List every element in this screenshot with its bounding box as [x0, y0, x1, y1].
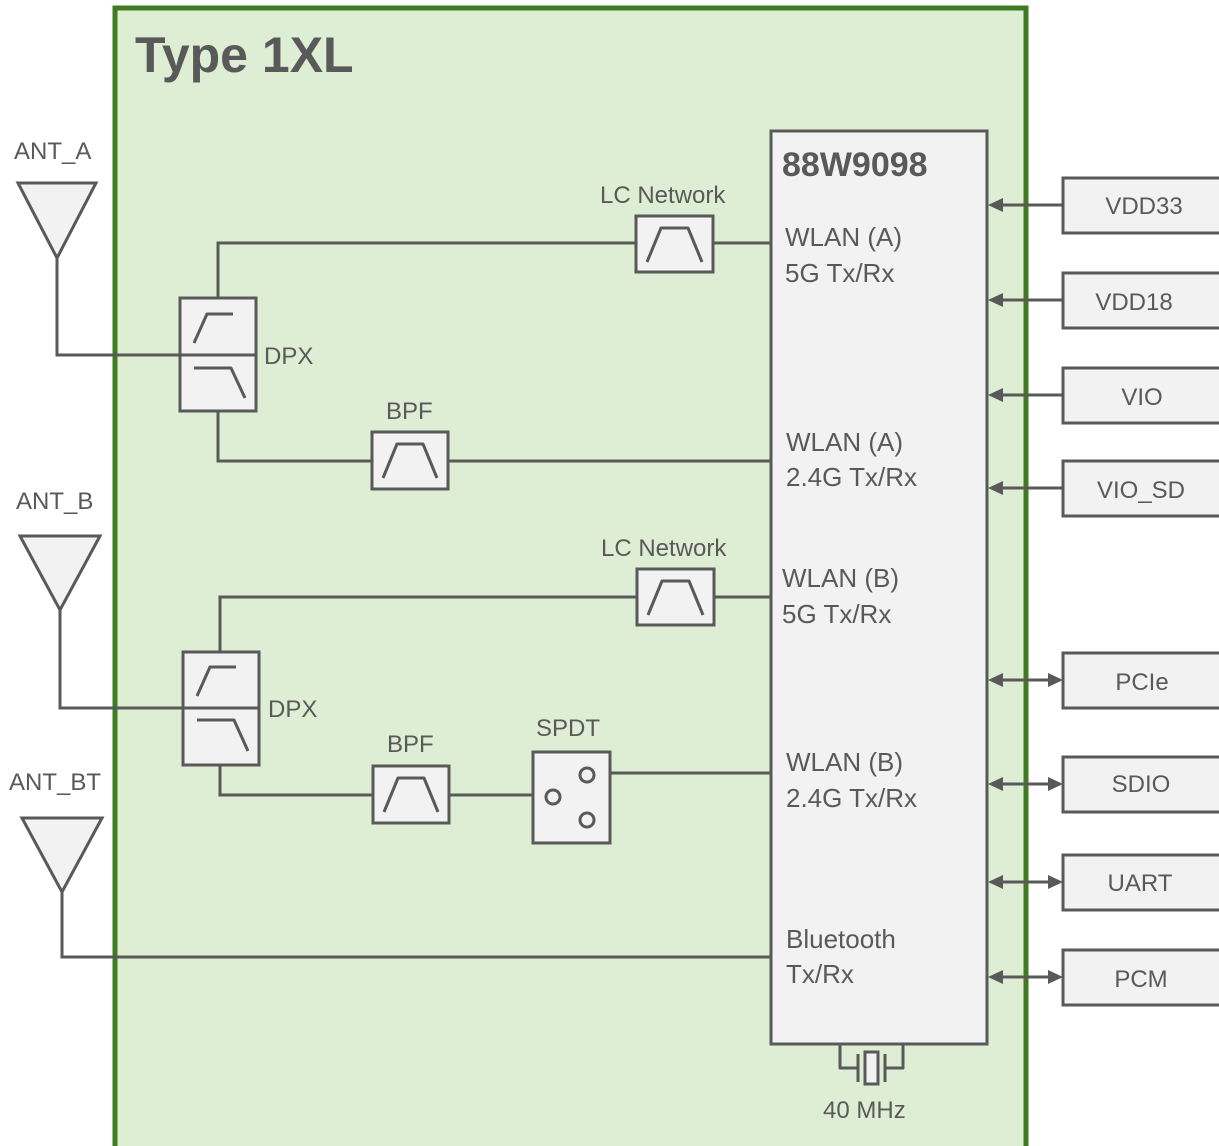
power-rail-vdd33: VDD33	[988, 176, 1219, 235]
lc-network-a-label: LC Network	[600, 182, 726, 209]
wire-ant-a	[55, 258, 181, 357]
antenna-bt-label: ANT_BT	[9, 769, 101, 796]
antenna-b-label: ANT_B	[16, 488, 93, 515]
port-wlan-a-5g-line1: WLAN (A)	[785, 222, 902, 252]
bpf-b-label: BPF	[387, 731, 434, 758]
power-rail-vdd18: VDD18	[988, 271, 1219, 330]
wire-dpx-b-hp	[218, 595, 637, 652]
interface-pcm: PCM	[988, 948, 1219, 1007]
power-rail-vio-label: VIO	[1121, 384, 1162, 411]
dpx-b-label: DPX	[268, 696, 317, 723]
port-wlan-b-5g-line1: WLAN (B)	[782, 563, 899, 593]
port-wlan-a-24g-line1: WLAN (A)	[786, 427, 903, 457]
interface-pcie-label: PCIe	[1115, 669, 1168, 696]
bpf-b	[371, 764, 451, 825]
dpx-a	[178, 296, 258, 413]
dpx-b	[181, 650, 261, 767]
power-rail-vio-sd-label: VIO_SD	[1097, 477, 1185, 504]
lc-network-b-label: LC Network	[601, 535, 727, 562]
interface-sdio-label: SDIO	[1112, 771, 1171, 798]
spdt-label: SPDT	[536, 715, 600, 742]
wire-dpx-b-lp	[218, 765, 373, 797]
lc-network-a	[634, 214, 715, 274]
module-title: Type 1XL	[135, 27, 354, 83]
port-bt-line1: Bluetooth	[786, 924, 896, 954]
lc-network-b	[635, 567, 716, 627]
wire-dpx-a-hp	[216, 241, 636, 298]
spdt-switch	[531, 750, 612, 845]
chip-box	[769, 129, 989, 1046]
power-rail-vdd18-label: VDD18	[1095, 289, 1172, 316]
wire-ant-bt	[60, 892, 771, 959]
interface-uart-label: UART	[1108, 870, 1173, 897]
crystal-icon	[838, 1044, 905, 1086]
antenna-b-icon	[17, 534, 103, 614]
power-rail-vdd33-label: VDD33	[1105, 193, 1182, 220]
port-bt-line2: Tx/Rx	[786, 959, 854, 989]
power-rail-vio-sd: VIO_SD	[988, 459, 1219, 518]
antenna-a-label: ANT_A	[14, 138, 91, 165]
interface-uart: UART	[988, 853, 1219, 912]
port-wlan-a-5g-line2: 5G Tx/Rx	[785, 258, 894, 288]
interface-pcie: PCIe	[988, 651, 1219, 710]
port-wlan-a-24g-line2: 2.4G Tx/Rx	[786, 462, 917, 492]
port-wlan-b-24g-line1: WLAN (B)	[786, 747, 903, 777]
port-wlan-b-5g-line2: 5G Tx/Rx	[782, 599, 891, 629]
antenna-a-icon	[15, 181, 99, 262]
wire-dpx-a-lp	[216, 411, 372, 463]
bpf-a	[370, 430, 450, 491]
crystal-label: 40 MHz	[823, 1097, 906, 1124]
dpx-a-label: DPX	[264, 343, 313, 370]
interface-sdio: SDIO	[988, 755, 1219, 814]
chip-name: 88W9098	[782, 146, 928, 184]
power-rail-vio: VIO	[988, 366, 1219, 425]
bpf-a-label: BPF	[386, 398, 433, 425]
port-wlan-b-24g-line2: 2.4G Tx/Rx	[786, 783, 917, 813]
interface-pcm-label: PCM	[1114, 966, 1167, 993]
wire-ant-b	[58, 610, 183, 710]
antenna-bt-icon	[19, 816, 105, 896]
